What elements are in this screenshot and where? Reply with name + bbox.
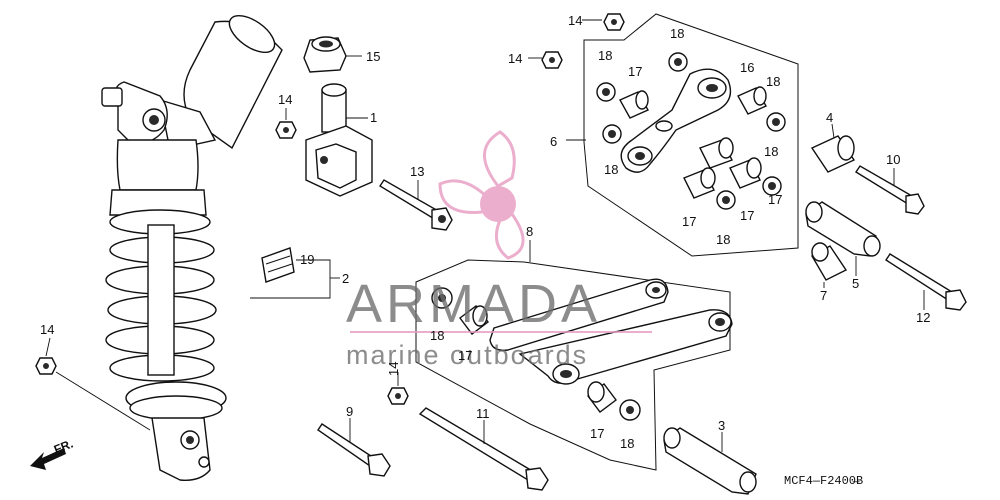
shock-absorber[interactable] — [101, 8, 283, 481]
part-18-seal-d[interactable] — [602, 124, 622, 144]
part-8-group-outline — [415, 259, 731, 471]
callout-1: 1 — [370, 110, 377, 125]
callout-4: 4 — [826, 110, 833, 125]
callout-18-e: 18 — [764, 144, 778, 159]
part-1-bracket[interactable] — [305, 83, 373, 197]
front-direction-arrow — [30, 448, 66, 470]
part-12-bolt[interactable] — [885, 253, 967, 311]
part-9-bolt[interactable] — [317, 423, 391, 477]
watermark-subtitle: marine outboards — [346, 340, 588, 370]
callout-17-c: 17 — [740, 208, 754, 223]
part-14-nut-left[interactable] — [275, 121, 297, 139]
callout-6: 6 — [550, 134, 557, 149]
callout-18-d: 18 — [604, 162, 618, 177]
part-6-linkage[interactable] — [620, 68, 732, 173]
part-18-seal-g[interactable] — [431, 287, 453, 309]
part-17-bushing-e[interactable] — [459, 305, 489, 335]
part-6-group-outline — [583, 13, 799, 257]
part-15-nut[interactable] — [303, 36, 347, 73]
callout-18-h: 18 — [620, 436, 634, 451]
part-18-seal-h[interactable] — [619, 399, 641, 421]
callout-17-e: 17 — [458, 348, 472, 363]
callout-17-a: 17 — [628, 64, 642, 79]
watermark-title: ARMADA — [346, 274, 601, 334]
front-direction-label: FR. — [52, 437, 75, 457]
callout-17-b: 17 — [682, 214, 696, 229]
part-7-collar[interactable] — [811, 242, 848, 281]
part-19-sticker[interactable] — [261, 247, 295, 283]
callout-7: 7 — [820, 288, 827, 303]
part-18-seal-b[interactable] — [596, 82, 616, 102]
callout-14-lower-left: 14 — [40, 322, 54, 337]
callout-18-f: 18 — [716, 232, 730, 247]
callout-12: 12 — [916, 310, 930, 325]
callout-18-a: 18 — [670, 26, 684, 41]
callout-14-top: 14 — [568, 13, 582, 28]
part-17-bushing-d[interactable] — [683, 167, 716, 199]
callout-18-g: 18 — [430, 328, 444, 343]
part-3-pivot-collar[interactable] — [663, 427, 757, 495]
callout-17-d: 17 — [768, 192, 782, 207]
callout-18-b: 18 — [598, 48, 612, 63]
part-17-bushing-c[interactable] — [729, 157, 762, 189]
part-18-seal-e[interactable] — [762, 176, 782, 196]
callout-14-middle: 14 — [386, 362, 401, 376]
callout-3: 3 — [718, 418, 725, 433]
part-4-collar[interactable] — [810, 135, 856, 173]
part-14-nut-middle[interactable] — [387, 387, 409, 405]
callout-19: 19 — [300, 252, 314, 267]
part-17-bushing-b[interactable] — [699, 137, 734, 169]
callout-14-left: 14 — [278, 92, 292, 107]
part-17-bushing-f[interactable] — [587, 381, 617, 413]
callout-2: 2 — [342, 271, 349, 286]
callout-5: 5 — [852, 276, 859, 291]
callout-16: 16 — [740, 60, 754, 75]
callout-18-c: 18 — [766, 74, 780, 89]
armada-logo-watermark — [438, 130, 525, 260]
part-18-seal-f[interactable] — [716, 190, 736, 210]
callout-8: 8 — [526, 224, 533, 239]
callout-11: 11 — [476, 406, 490, 421]
part-11-bolt[interactable] — [418, 407, 549, 491]
part-10-bolt[interactable] — [855, 165, 925, 215]
part-18-seal-a[interactable] — [668, 52, 688, 72]
diagram-code: MCF4—F2400̶B — [784, 474, 863, 488]
part-14-nut-top-center[interactable] — [603, 13, 625, 31]
part-14-nut-lower-left[interactable] — [35, 357, 57, 375]
callout-10: 10 — [886, 152, 900, 167]
part-17-bushing-a[interactable] — [619, 90, 649, 119]
callout-14-upper: 14 — [508, 51, 522, 66]
callout-9: 9 — [346, 404, 353, 419]
callout-15: 15 — [366, 49, 380, 64]
part-16-collar[interactable] — [737, 86, 767, 115]
part-18-seal-c[interactable] — [766, 112, 786, 132]
callout-13: 13 — [410, 164, 424, 179]
callout-17-f: 17 — [590, 426, 604, 441]
part-5-pivot-collar[interactable] — [805, 201, 881, 257]
part-13-bolt[interactable] — [379, 179, 453, 231]
part-14-nut-upper[interactable] — [541, 51, 563, 69]
